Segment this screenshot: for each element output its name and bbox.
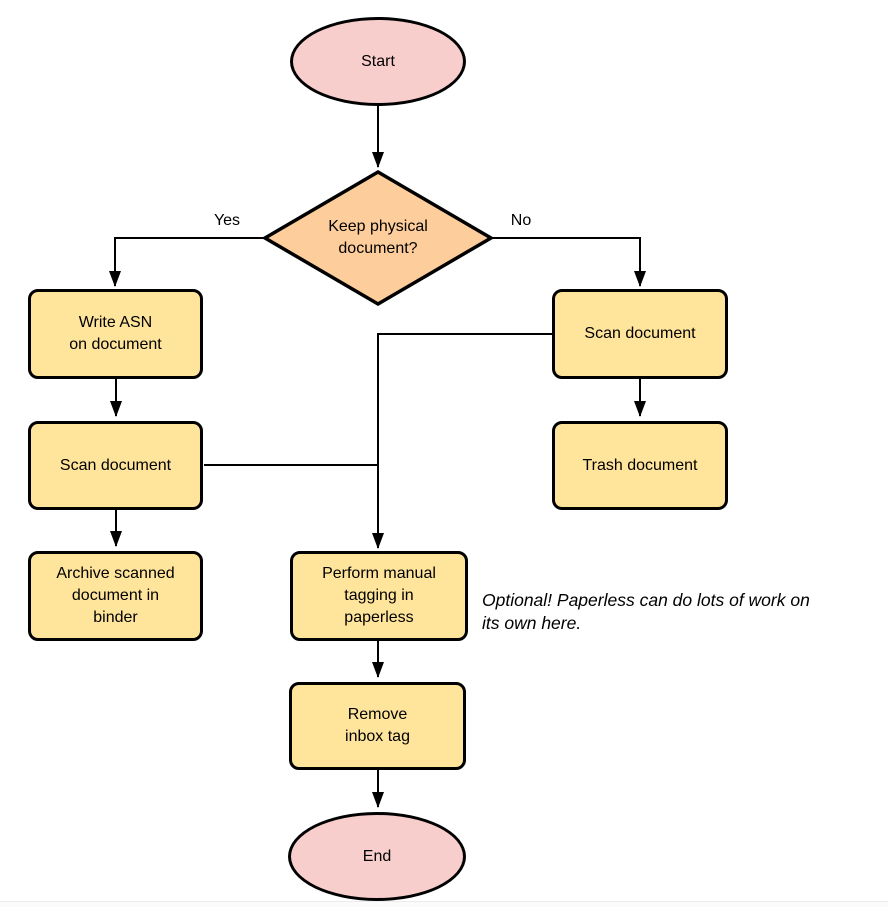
node-start-label: Start (361, 52, 395, 70)
bottom-divider (0, 901, 888, 902)
edge-decision-yes (109, 237, 265, 287)
edge-label-no: No (510, 212, 532, 229)
node-archive-binder: Archive scanned document in binder (28, 551, 203, 641)
optional-note: Optional! Paperless can do lots of work … (482, 590, 810, 633)
edge-decision-no (491, 237, 646, 287)
edge-label-yes: Yes (213, 212, 241, 229)
node-write-asn: Write ASN on document (28, 289, 203, 379)
node-end-label: End (362, 847, 392, 865)
node-end: End (288, 812, 466, 901)
edge-scanright-to-tagging (372, 333, 553, 549)
bottom-strip (0, 902, 888, 907)
node-remove-inbox-tag: Remove inbox tag (289, 682, 466, 770)
decision-diamond-shape (261, 169, 495, 307)
node-manual-tagging: Perform manual tagging in paperless (290, 551, 468, 641)
node-decision-label: Keep physical document? (328, 218, 428, 257)
node-start: Start (290, 17, 466, 106)
node-scan-document-right: Scan document (552, 289, 728, 379)
node-trash-document: Trash document (552, 421, 728, 510)
node-scan-document-left: Scan document (28, 421, 203, 510)
